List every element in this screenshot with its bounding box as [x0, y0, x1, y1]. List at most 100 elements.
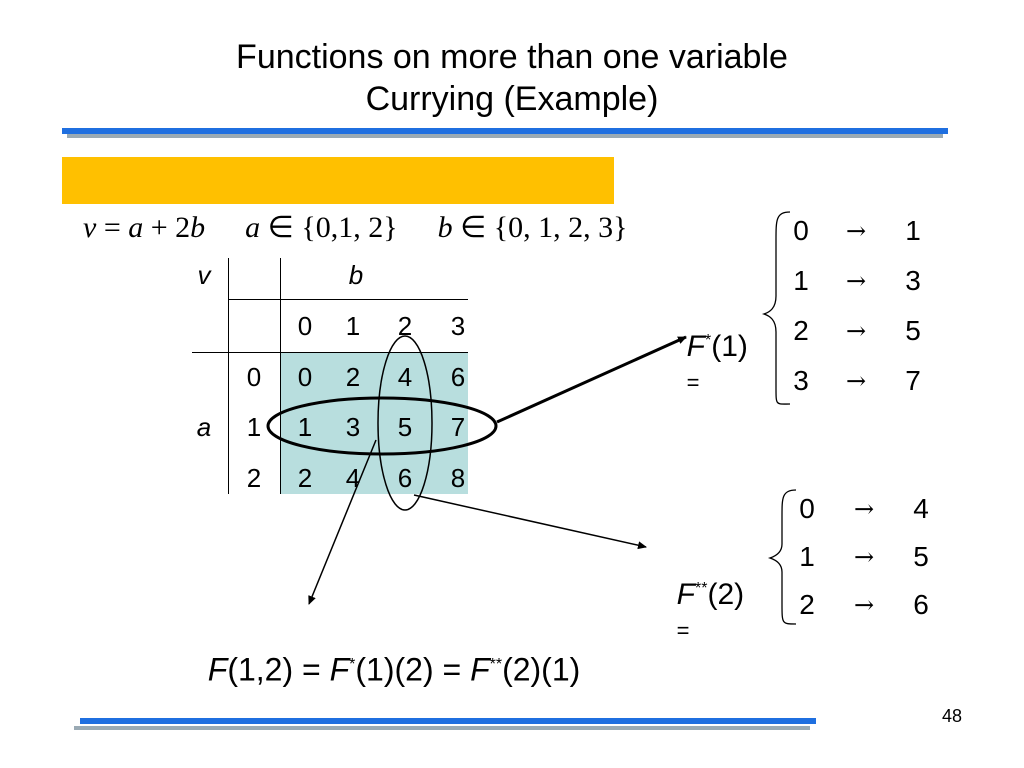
- table-row-header: 0: [246, 362, 262, 392]
- table-row-header: 2: [246, 463, 262, 493]
- fstar-arrow: →: [845, 317, 867, 345]
- arrow-to-fstarstar: [413, 494, 647, 550]
- bottom-eq-sup3: **: [489, 656, 503, 673]
- fstar-from: 0: [793, 215, 809, 246]
- page-number: 48: [941, 706, 962, 726]
- fstarstar-arrow-column: → → →: [846, 494, 882, 638]
- fstar-from-column: 0 1 2 3: [786, 216, 816, 416]
- formula-b-domain-var: b: [437, 211, 453, 244]
- fstar-to: 5: [905, 315, 921, 346]
- fstar-arrow-column: → → → →: [838, 216, 874, 416]
- fstarstar-to-column: 4 5 6: [906, 494, 936, 638]
- table-col-header: 0: [297, 311, 313, 341]
- table-cell: 5: [397, 412, 413, 442]
- bottom-eq-f3: F: [470, 651, 490, 688]
- table-rule-horizontal-1: [228, 299, 468, 300]
- bottom-eq-eq2: =: [433, 651, 471, 688]
- bottom-eq-args2: (1)(2): [355, 651, 434, 688]
- slide-title-line2: Currying (Example): [365, 80, 659, 118]
- fstarstar-to: 5: [913, 541, 929, 572]
- arrow-to-bottom-equation: [308, 439, 377, 605]
- formula-a-set: {0,1, 2}: [301, 211, 398, 244]
- formula-a: a: [128, 211, 144, 244]
- fstarstar-sup: **: [695, 580, 708, 597]
- table-rule-vertical-2: [280, 258, 281, 494]
- fstarstar-arg: (2): [707, 578, 745, 611]
- formula-b-set: {0, 1, 2, 3}: [493, 211, 628, 244]
- table-col-header: 2: [397, 311, 413, 341]
- fstarstar-from-column: 0 1 2: [792, 494, 822, 638]
- table-cell: 8: [450, 463, 466, 493]
- formula-eq: =: [96, 211, 129, 244]
- table-col-header: 1: [345, 311, 361, 341]
- fstarstar-to: 4: [913, 493, 929, 524]
- table-cell: 2: [297, 463, 313, 493]
- table-value-fill: [280, 352, 468, 494]
- table-col-header: 3: [450, 311, 466, 341]
- fstarstar-f: F: [676, 578, 695, 611]
- table-cell: 7: [450, 412, 466, 442]
- fstarstar-arrow: →: [853, 543, 875, 571]
- fstar-to: 3: [905, 265, 921, 296]
- bottom-eq-sup2: *: [349, 656, 356, 673]
- fstar-arrow: →: [845, 217, 867, 245]
- row-selection-ellipse: [266, 396, 498, 456]
- fstar-f: F: [686, 330, 705, 363]
- fstar-from: 2: [793, 315, 809, 346]
- formula-v: v: [83, 211, 97, 244]
- table-rule-horizontal-2: [192, 352, 468, 353]
- fstar-from: 1: [793, 265, 809, 296]
- fstarstar-from: 0: [799, 493, 815, 524]
- fstar-eq: =: [686, 370, 700, 395]
- table-cell: 6: [397, 463, 413, 493]
- fstar-to: 7: [905, 365, 921, 396]
- table-cell: 0: [297, 362, 313, 392]
- fstar-label: F*(1) =: [670, 290, 748, 400]
- bottom-equation: F(1,2) = F*(1)(2) = F**(2)(1): [190, 614, 581, 688]
- fstar-to: 1: [905, 215, 921, 246]
- formula-plus: + 2: [143, 211, 191, 244]
- table-rule-vertical-1: [228, 258, 229, 494]
- bottom-eq-f2: F: [329, 651, 350, 688]
- fstar-sup: *: [705, 332, 712, 349]
- fstar-to-column: 1 3 5 7: [898, 216, 928, 416]
- fstarstar-label: F**(2) =: [660, 538, 744, 648]
- table-row-header: 1: [246, 412, 262, 442]
- fstar-arrow: →: [845, 367, 867, 395]
- bottom-eq-eq1: =: [293, 651, 330, 688]
- bottom-eq-args1: (1,2): [227, 651, 294, 688]
- fstar-arg: (1): [711, 330, 748, 363]
- slide-title-line1: Functions on more than one variable: [236, 38, 788, 76]
- bottom-eq-args3: (2)(1): [502, 651, 581, 688]
- table-col-var: b: [348, 260, 364, 290]
- fstarstar-arrow: →: [853, 495, 875, 523]
- table-cell: 2: [345, 362, 361, 392]
- table-cell: 1: [297, 412, 313, 442]
- fstarstar-brace: [767, 489, 797, 625]
- fstar-from: 3: [793, 365, 809, 396]
- column-selection-ellipse: [377, 335, 433, 511]
- title-rule-shadow: [67, 134, 943, 138]
- fstarstar-from: 1: [799, 541, 815, 572]
- fstar-brace: [761, 211, 791, 405]
- formula-in-2: ∈: [452, 211, 494, 244]
- footer-rule-shadow: [74, 726, 810, 730]
- arrow-to-fstar: [496, 335, 687, 424]
- fstar-arrow: →: [845, 267, 867, 295]
- formula-in-1: ∈: [260, 211, 302, 244]
- formula-b: b: [190, 211, 206, 244]
- title-rule: [62, 128, 948, 134]
- table-cell: 4: [397, 362, 413, 392]
- bottom-eq-f1: F: [207, 651, 228, 688]
- footer-rule: [80, 718, 816, 724]
- table-cell: 6: [450, 362, 466, 392]
- table-cell: 3: [345, 412, 361, 442]
- table-row-var: a: [196, 412, 212, 442]
- table-corner-label: v: [197, 260, 211, 290]
- formula-a-domain-var: a: [245, 211, 261, 244]
- fstarstar-from: 2: [799, 589, 815, 620]
- fstarstar-eq: =: [676, 618, 690, 643]
- fstarstar-to: 6: [913, 589, 929, 620]
